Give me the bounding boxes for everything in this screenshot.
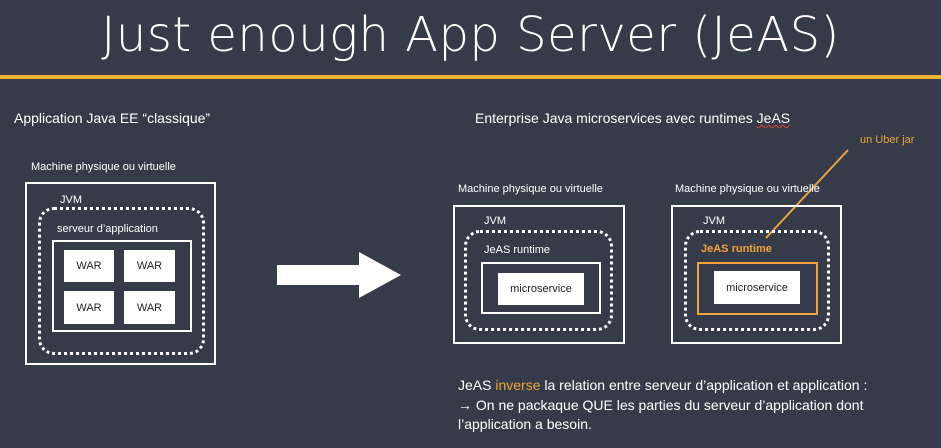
- machine1-runtime-box: [481, 262, 601, 314]
- left-jvm-label: JVM: [60, 194, 82, 206]
- title-divider: [0, 75, 941, 79]
- left-machine-label: Machine physique ou virtuelle: [31, 161, 176, 173]
- machine1-label: Machine physique ou virtuelle: [458, 183, 603, 195]
- right-heading-jeas: JeAS: [756, 110, 791, 126]
- transition-arrow: [277, 252, 401, 298]
- machine2-microservice: microservice: [714, 271, 800, 304]
- machine2-label: Machine physique ou virtuelle: [675, 183, 820, 195]
- footer-line-3: l’application a besoin.: [458, 416, 592, 432]
- slide-title: Just enough App Server (JeAS): [101, 7, 840, 63]
- machine2-box: [671, 205, 842, 344]
- machine2-jvm-label: JVM: [703, 215, 725, 227]
- left-server-box: [52, 240, 192, 332]
- war-module-3: WAR: [64, 291, 114, 324]
- annotation-arrow: [765, 149, 849, 239]
- war-module-1: WAR: [64, 250, 114, 282]
- machine2-runtime-box: [697, 262, 818, 315]
- war-module-4: WAR: [124, 291, 175, 324]
- footer-highlight-inverse: inverse: [495, 377, 541, 393]
- footer-line-1: JeAS inverse la relation entre serveur d…: [458, 376, 867, 394]
- right-heading-main: Enterprise Java microservices avec runti…: [475, 110, 757, 126]
- footer-line-1-c: la relation entre serveur d’application …: [540, 377, 868, 393]
- machine1-jvm-box: [464, 230, 613, 331]
- machine2-runtime-label: JeAS runtime: [701, 243, 772, 255]
- footer-line-2: → On ne packaque QUE les parties du serv…: [458, 397, 864, 413]
- war-module-2: WAR: [124, 250, 175, 282]
- footer-line-1-a: JeAS: [458, 377, 496, 393]
- right-heading: Enterprise Java microservices avec runti…: [475, 110, 790, 126]
- left-server-label: serveur d’application: [57, 223, 158, 235]
- machine2-jvm-box: [684, 230, 830, 331]
- machine1-microservice: microservice: [498, 273, 584, 305]
- left-heading: Application Java EE “classique”: [14, 110, 211, 126]
- left-jvm-box: [38, 207, 205, 355]
- machine1-runtime-label: JeAS runtime: [484, 244, 551, 256]
- uber-jar-annotation: un Uber jar: [860, 134, 915, 146]
- machine1-box: [453, 205, 625, 344]
- left-machine-box: [25, 182, 216, 365]
- machine1-jvm-label: JVM: [484, 215, 506, 227]
